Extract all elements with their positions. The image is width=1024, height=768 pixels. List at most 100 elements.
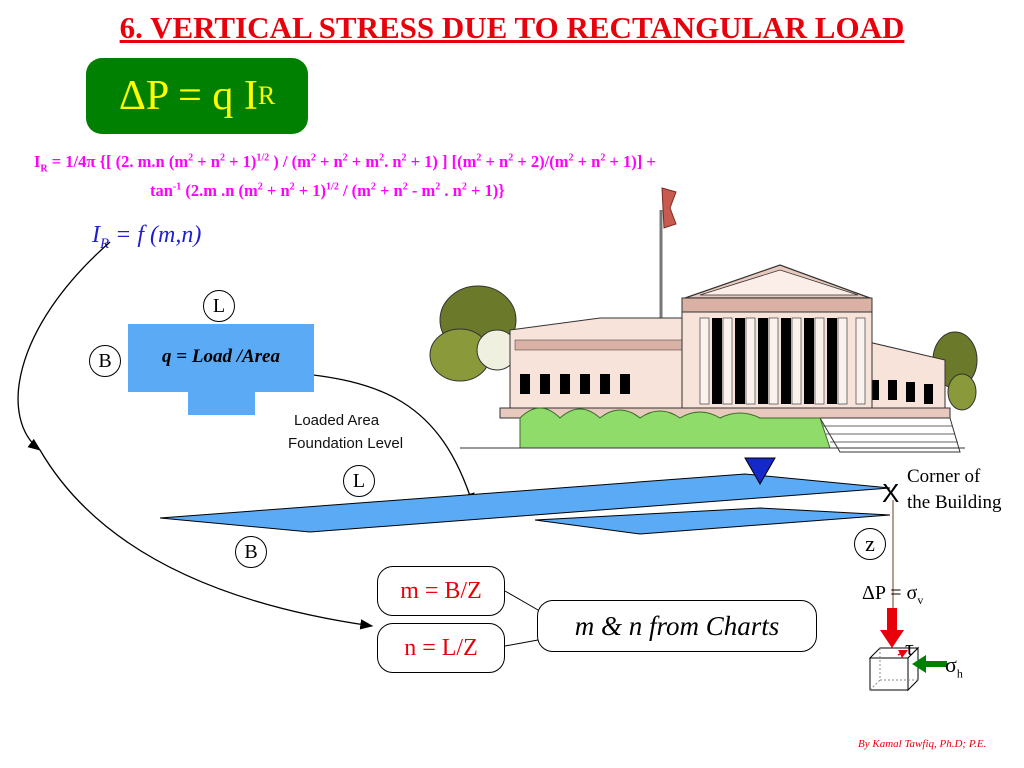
formula-sup: 2: [289, 181, 295, 193]
formula-part: + n: [573, 152, 601, 171]
formula-sup: 2: [310, 152, 316, 164]
formula-sup: 2: [401, 152, 407, 164]
equation-subscript: R: [257, 81, 276, 110]
formula-sup: 2: [508, 152, 514, 164]
horizontal-stress-sub: h: [956, 666, 963, 681]
depth-label: z: [854, 528, 886, 560]
n-ratio-text: n = L/Z: [404, 634, 478, 661]
formula-part: / (m: [338, 181, 371, 200]
formula-sup: 2: [402, 181, 408, 193]
page-title: 6. VERTICAL STRESS DUE TO RECTANGULAR LO…: [119, 10, 905, 45]
formula-part: - m: [407, 181, 436, 200]
width-label-left: B: [89, 345, 121, 377]
load-area-tab: [188, 391, 255, 415]
connector-n: [504, 639, 539, 647]
vertical-stress-text: ΔP = σ: [862, 582, 918, 604]
foundation-plane-lower: [534, 507, 891, 535]
corner-x-mark: X: [882, 478, 900, 508]
formula-part: = 1/4π {[ (2. m.n (m: [47, 152, 189, 171]
foundation-plane: [159, 473, 891, 533]
formula-part: + 2)/(m: [513, 152, 569, 171]
length-label-text: L: [352, 469, 366, 492]
formula-part: + 1)}: [466, 181, 505, 200]
formula-sup: 2: [600, 152, 606, 164]
formula-part: tan: [150, 181, 173, 200]
formula-part: ) / (m: [269, 152, 311, 171]
formula-sup: 2: [476, 152, 482, 164]
formula-part: + 1): [294, 181, 327, 200]
formula-sup: 2: [257, 181, 263, 193]
ir-function-text: = f (m,n): [109, 222, 202, 248]
building-illustration: [429, 187, 978, 453]
width-label-text: B: [244, 540, 258, 563]
corner-label-line-2: the Building: [907, 492, 1002, 513]
formula-sup: 2: [568, 152, 574, 164]
charts-box-text: m & n from Charts: [574, 610, 780, 641]
horizontal-stress-arrow-shaft: [925, 661, 947, 667]
load-area-label: q = Load /Area: [162, 346, 280, 367]
loaded-area-note: Loaded Area: [294, 412, 380, 429]
horizontal-stress-text: σ: [945, 652, 957, 677]
formula-sup: 2: [379, 152, 385, 164]
load-area-rect: [128, 324, 314, 392]
formula-part: + n: [375, 181, 403, 200]
formula-line-2: tan-1 (2.m .n (m2 + n2 + 1)1/2 / (m2 + n…: [150, 181, 505, 201]
corner-label: Corner of the Building: [907, 464, 1001, 516]
equation-text: ΔP = q I: [118, 73, 258, 119]
formula-sup: 2: [461, 181, 467, 193]
formula-line-1: IR = 1/4π {[ (2. m.n (m2 + n2 + 1)1/2 ) …: [34, 152, 656, 174]
width-label-text: B: [98, 349, 112, 372]
vertical-stress-label: ΔP = σv: [862, 582, 923, 608]
triangle-marker-icon: [744, 457, 776, 486]
formula-ir: I: [34, 152, 41, 171]
charts-box: m & n from Charts: [537, 600, 817, 652]
foundation-level-note: Foundation Level: [288, 435, 404, 452]
formula-part: + n: [262, 181, 290, 200]
m-ratio-text: m = B/Z: [400, 577, 482, 604]
vertical-stress-arrow-shaft: [887, 608, 897, 632]
shear-stress-label: τ: [905, 635, 914, 660]
formula-part: + n: [481, 152, 509, 171]
ir-symbol: I: [92, 222, 100, 248]
formula-part: + 1): [224, 152, 257, 171]
vertical-stress-arrow-head: [880, 630, 904, 648]
formula-sup: 1/2: [326, 181, 339, 193]
shear-stress-arrow: [897, 649, 909, 659]
curve-arrow-to-mn-lower: [39, 449, 374, 630]
ir-function: IR = f (m,n): [92, 222, 201, 253]
formula-part: . n: [384, 152, 402, 171]
n-ratio-box: n = L/Z: [377, 623, 505, 673]
curve-arrow-to-plane: [284, 371, 475, 507]
formula-part: . n: [440, 181, 462, 200]
formula-part: (2.m .n (m: [181, 181, 258, 200]
formula-part: + n: [315, 152, 343, 171]
connector-m: [504, 590, 539, 611]
width-label-plan: B: [235, 536, 267, 568]
curve-arrow-to-mn: [17, 241, 111, 451]
horizontal-stress-arrow-head: [912, 655, 926, 673]
vertical-stress-sub: v: [917, 593, 924, 607]
formula-part: + 1)] +: [605, 152, 656, 171]
soil-cube-icon: [868, 646, 920, 692]
formula-ir-sub: R: [40, 163, 48, 175]
formula-sup: 2: [370, 181, 376, 193]
corner-label-line-1: Corner of: [907, 466, 981, 487]
formula-sup: 2: [342, 152, 348, 164]
author-credit: By Kamal Tawfiq, Ph.D; P.E.: [858, 738, 987, 750]
formula-sup: 1/2: [256, 152, 270, 164]
depth-label-text: z: [865, 531, 875, 556]
formula-sup: 2: [219, 152, 225, 164]
formula-sup: 2: [435, 181, 441, 193]
formula-part: + 1) ] [(m: [406, 152, 477, 171]
formula-part: + m: [347, 152, 380, 171]
length-label-text: L: [212, 294, 226, 317]
horizontal-stress-label: σh: [945, 652, 963, 681]
formula-sup: 2: [188, 152, 194, 164]
ir-subscript: R: [100, 235, 110, 252]
length-label-plan: L: [343, 465, 375, 497]
formula-part: + n: [193, 152, 220, 171]
length-label-top: L: [203, 290, 235, 322]
m-ratio-box: m = B/Z: [377, 566, 505, 616]
